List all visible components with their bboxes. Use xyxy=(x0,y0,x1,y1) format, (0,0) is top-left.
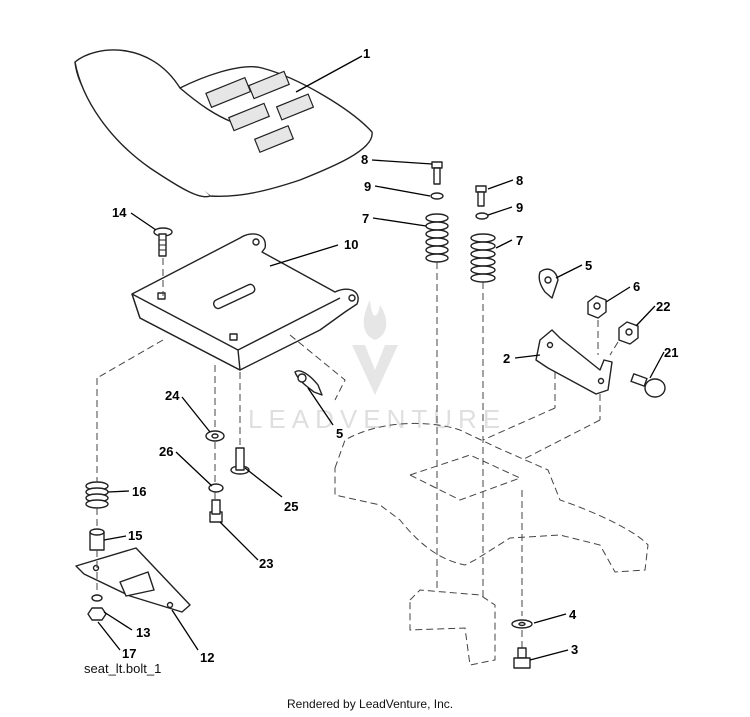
callout-seat: 1 xyxy=(363,46,370,61)
spring-right-part xyxy=(470,233,496,283)
callout-spring-left: 7 xyxy=(362,211,369,226)
callout-carriage-bolt: 14 xyxy=(112,205,127,220)
callout-washer-right: 9 xyxy=(516,200,523,215)
clip-right-part xyxy=(538,268,559,299)
washer-right-part xyxy=(475,212,489,220)
bolt-left-part xyxy=(431,161,443,185)
callout-seat-pan: 10 xyxy=(344,237,358,252)
seat-bracket-part xyxy=(535,329,613,395)
callout-nut-6: 6 xyxy=(633,279,640,294)
callout-spring-16: 16 xyxy=(132,484,146,499)
mounting-hardware-left xyxy=(205,430,250,523)
callout-bolt-25: 25 xyxy=(284,499,298,514)
callout-bolt-23: 23 xyxy=(259,556,273,571)
callout-washer-26: 26 xyxy=(159,444,173,459)
nut-6-part xyxy=(587,295,607,319)
callout-seat-bracket: 2 xyxy=(503,351,510,366)
diagram-id-label: seat_lt.bolt_1 xyxy=(84,661,162,676)
callout-clip-right: 5 xyxy=(585,258,592,273)
render-credit: Rendered by LeadVenture, Inc. xyxy=(287,697,454,711)
watermark-text: LEADVENTURE xyxy=(248,404,506,434)
callout-nut-22: 22 xyxy=(656,299,670,314)
seat-pan-part xyxy=(131,233,359,371)
callout-washer-left: 9 xyxy=(364,179,371,194)
callout-spacer: 15 xyxy=(128,528,142,543)
bolt-bottom-part xyxy=(513,647,531,669)
leader-lines xyxy=(97,55,665,661)
spring-left-part xyxy=(425,213,449,263)
callout-clip-left: 5 xyxy=(336,426,343,441)
callout-bolt-left: 8 xyxy=(361,152,368,167)
callout-spring-right: 7 xyxy=(516,233,523,248)
nut-washer-13-17-part xyxy=(87,594,107,621)
tractor-frame-dashed xyxy=(96,258,649,666)
callout-slide-rail: 12 xyxy=(200,650,214,665)
seat-part xyxy=(74,49,373,198)
bolt-right-part xyxy=(475,185,487,207)
callout-washer-bottom: 4 xyxy=(569,607,577,622)
callout-washer-24: 24 xyxy=(165,388,180,403)
shoulder-bolt-part xyxy=(630,373,666,398)
slide-rail-part xyxy=(75,547,191,613)
nut-22-part xyxy=(618,321,639,345)
washer-left-part xyxy=(430,192,444,200)
spring-16-part xyxy=(85,481,109,509)
carriage-bolt-part xyxy=(153,227,173,257)
callout-bolt-bottom: 3 xyxy=(571,642,578,657)
callout-labels: 1 10 14 8 9 7 8 9 7 5 6 22 2 21 5 24 26 … xyxy=(112,46,678,665)
clip-left-part xyxy=(294,370,323,396)
callout-nut-13: 13 xyxy=(136,625,150,640)
callout-washer-17: 17 xyxy=(122,646,136,661)
washer-bottom-part xyxy=(511,619,533,629)
spacer-part xyxy=(89,528,105,551)
callout-shoulder-bolt: 21 xyxy=(664,345,678,360)
callout-bolt-right: 8 xyxy=(516,173,523,188)
